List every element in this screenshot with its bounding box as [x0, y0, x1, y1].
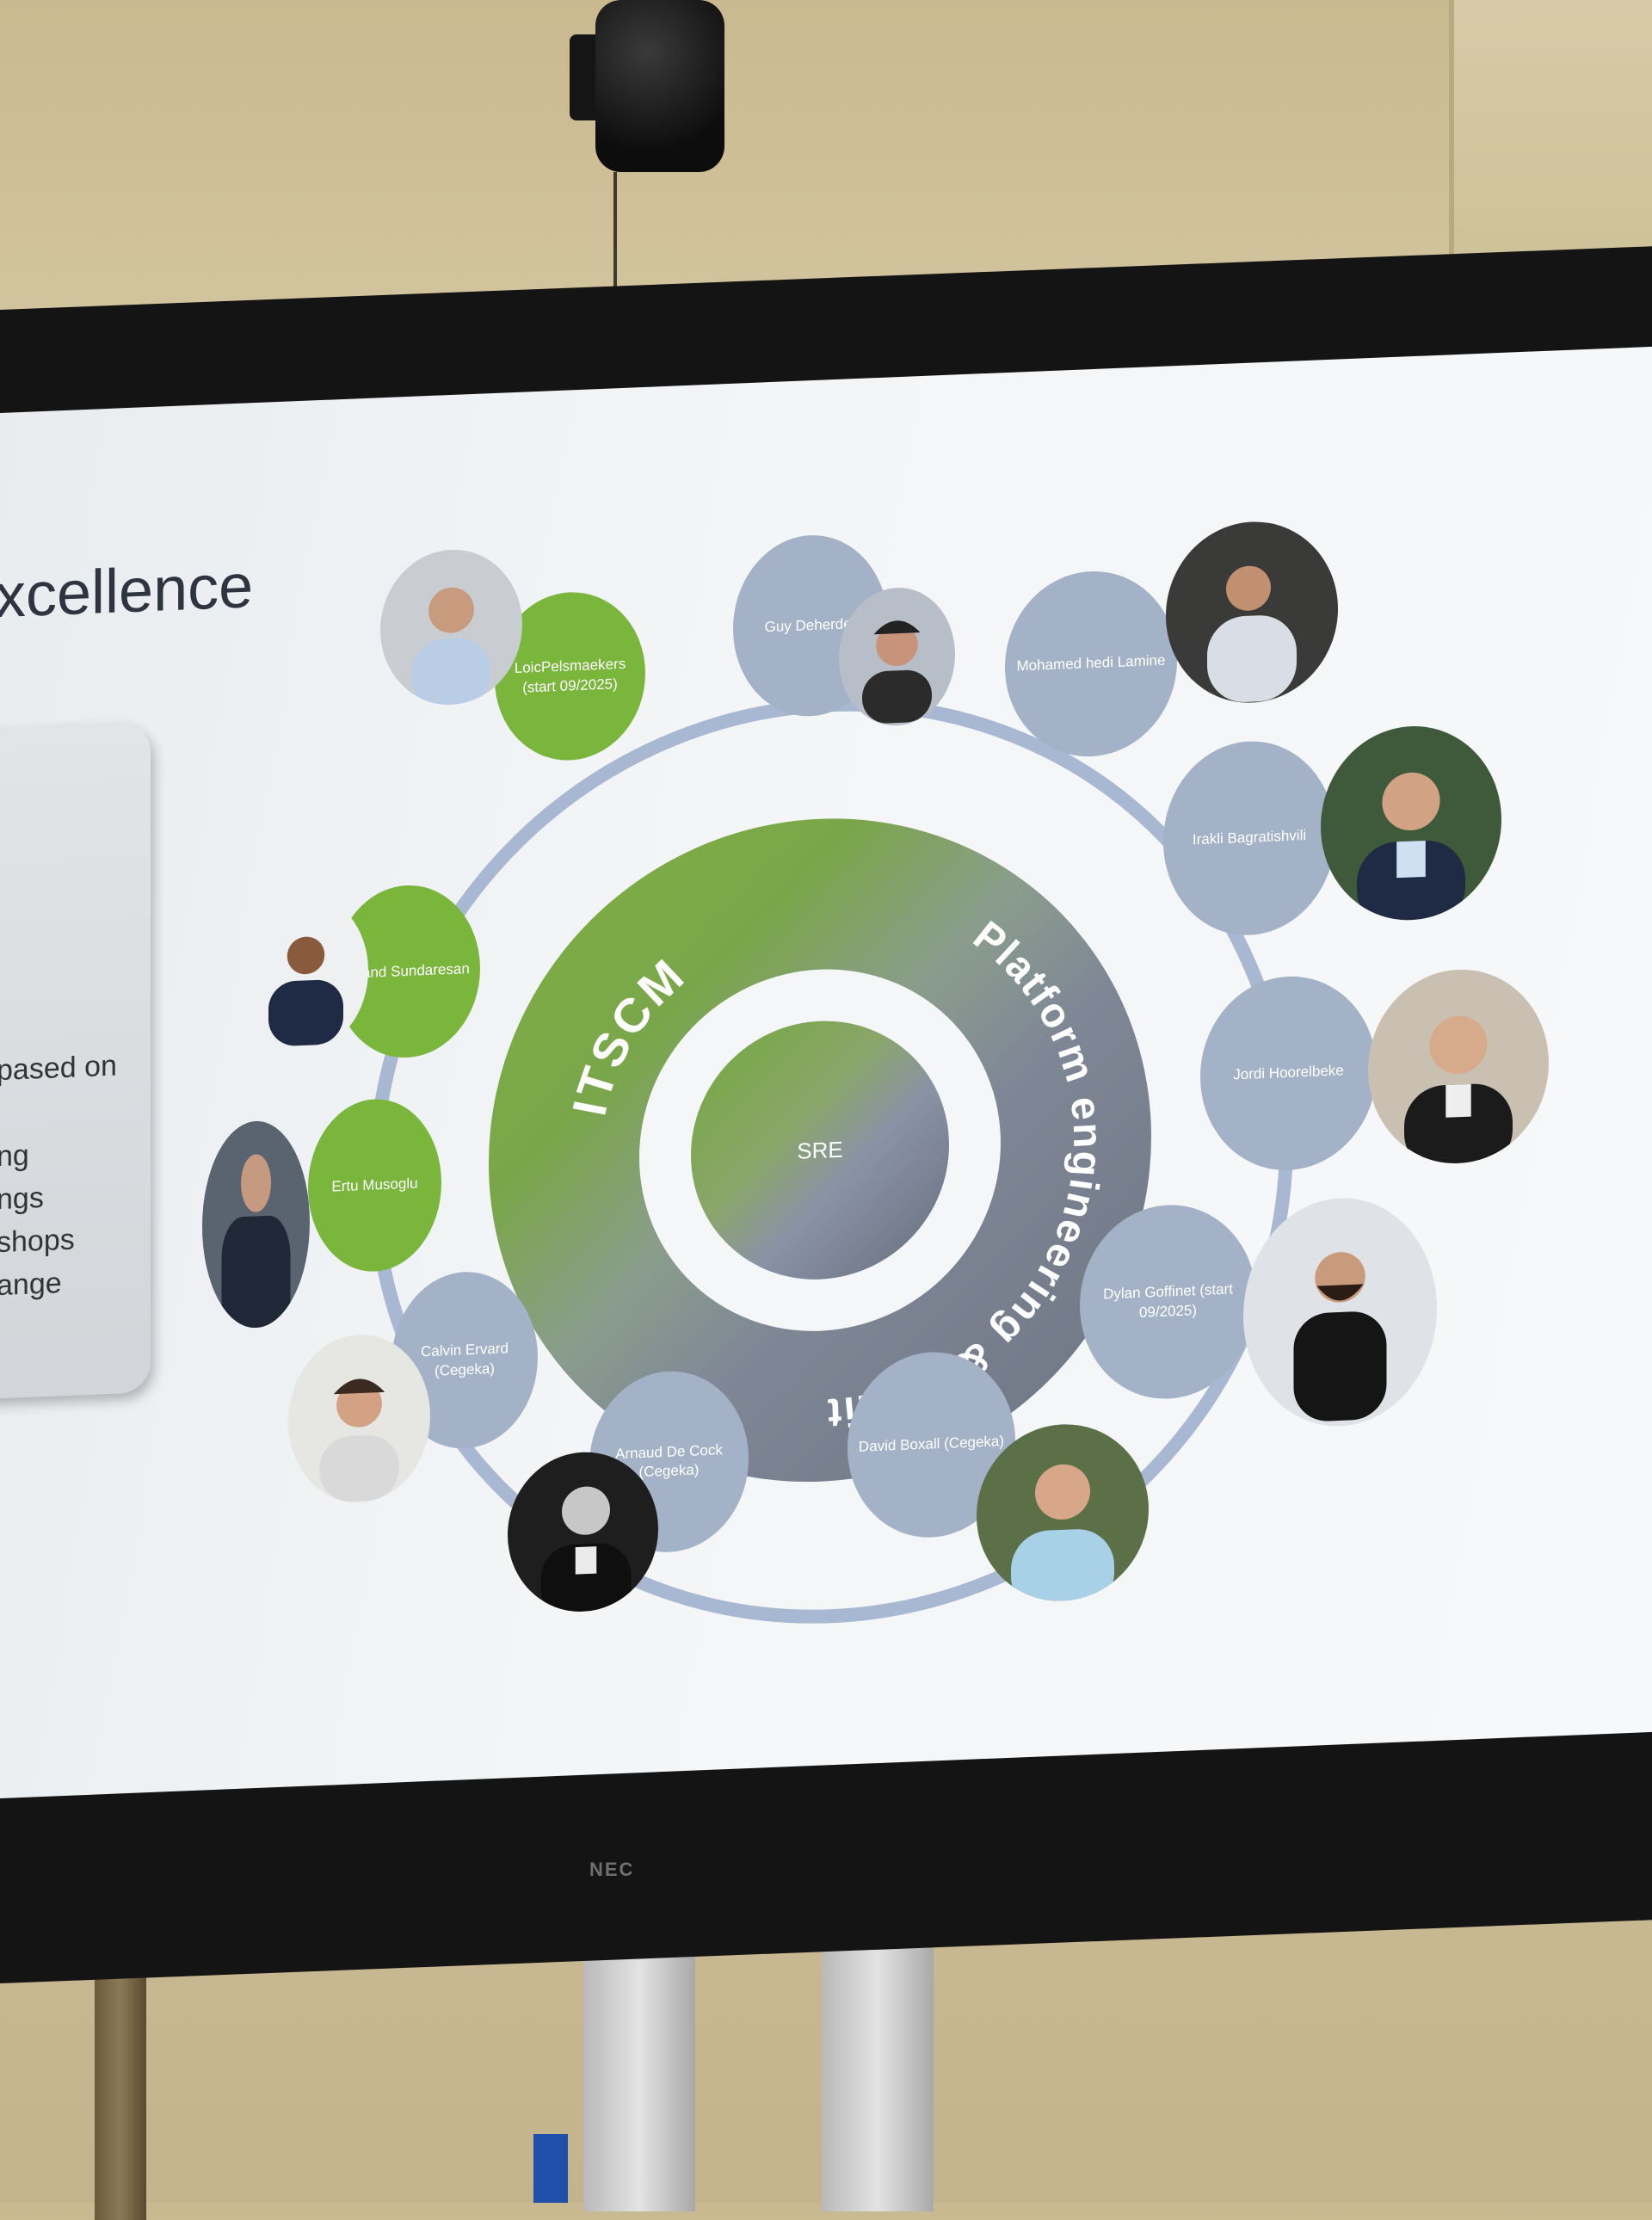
monitor-brand: NEC	[589, 1859, 635, 1880]
member-photo	[202, 1119, 310, 1330]
member-photo	[288, 1331, 430, 1506]
presentation-slide: xcellence pased on ng ngs shops ange ITS…	[0, 346, 1652, 1799]
info-line: pased on	[0, 1049, 117, 1088]
member-name: LoicPelsmaekers (start 09/2025)	[514, 656, 626, 696]
info-line: ange	[0, 1267, 62, 1303]
member-photo	[977, 1421, 1149, 1605]
member-photo	[1166, 518, 1338, 706]
core-circle: SRE	[691, 1015, 949, 1285]
monitor-stand-left	[583, 1919, 695, 2211]
member-photo	[839, 585, 955, 728]
member-name: Ertu Musoglu	[331, 1175, 418, 1195]
monitor-stand-right	[822, 1919, 934, 2211]
member-photo	[243, 892, 368, 1053]
member-name: Jordi Hoorelbeke	[1233, 1062, 1344, 1083]
member-photo	[380, 546, 522, 708]
member-name: David Boxall (Cegeka)	[858, 1433, 1005, 1456]
member-bubble: Irakli Bagratishvili	[1163, 737, 1335, 939]
team-donut: ITSCM Platform engineering & monitoring …	[489, 805, 1151, 1495]
blue-object	[533, 2134, 568, 2203]
member-photo	[508, 1449, 658, 1615]
member-photo	[1243, 1193, 1437, 1430]
member-photo	[1321, 722, 1501, 924]
member-bubble: Mohamed hedi Lamine	[1005, 568, 1177, 761]
info-line: shops	[0, 1223, 75, 1260]
member-name: Irakli Bagratishvili	[1192, 827, 1307, 848]
member-name: Dylan Goffinet (start 09/2025)	[1103, 1280, 1233, 1321]
core-label: SRE	[797, 1136, 843, 1164]
member-name: Mohamed hedi Lamine	[1016, 652, 1166, 675]
info-line: ngs	[0, 1181, 44, 1217]
info-line: ng	[0, 1138, 29, 1174]
member-photo	[1368, 965, 1549, 1168]
ceiling-projector	[570, 0, 742, 176]
slide-title: xcellence	[0, 552, 254, 632]
